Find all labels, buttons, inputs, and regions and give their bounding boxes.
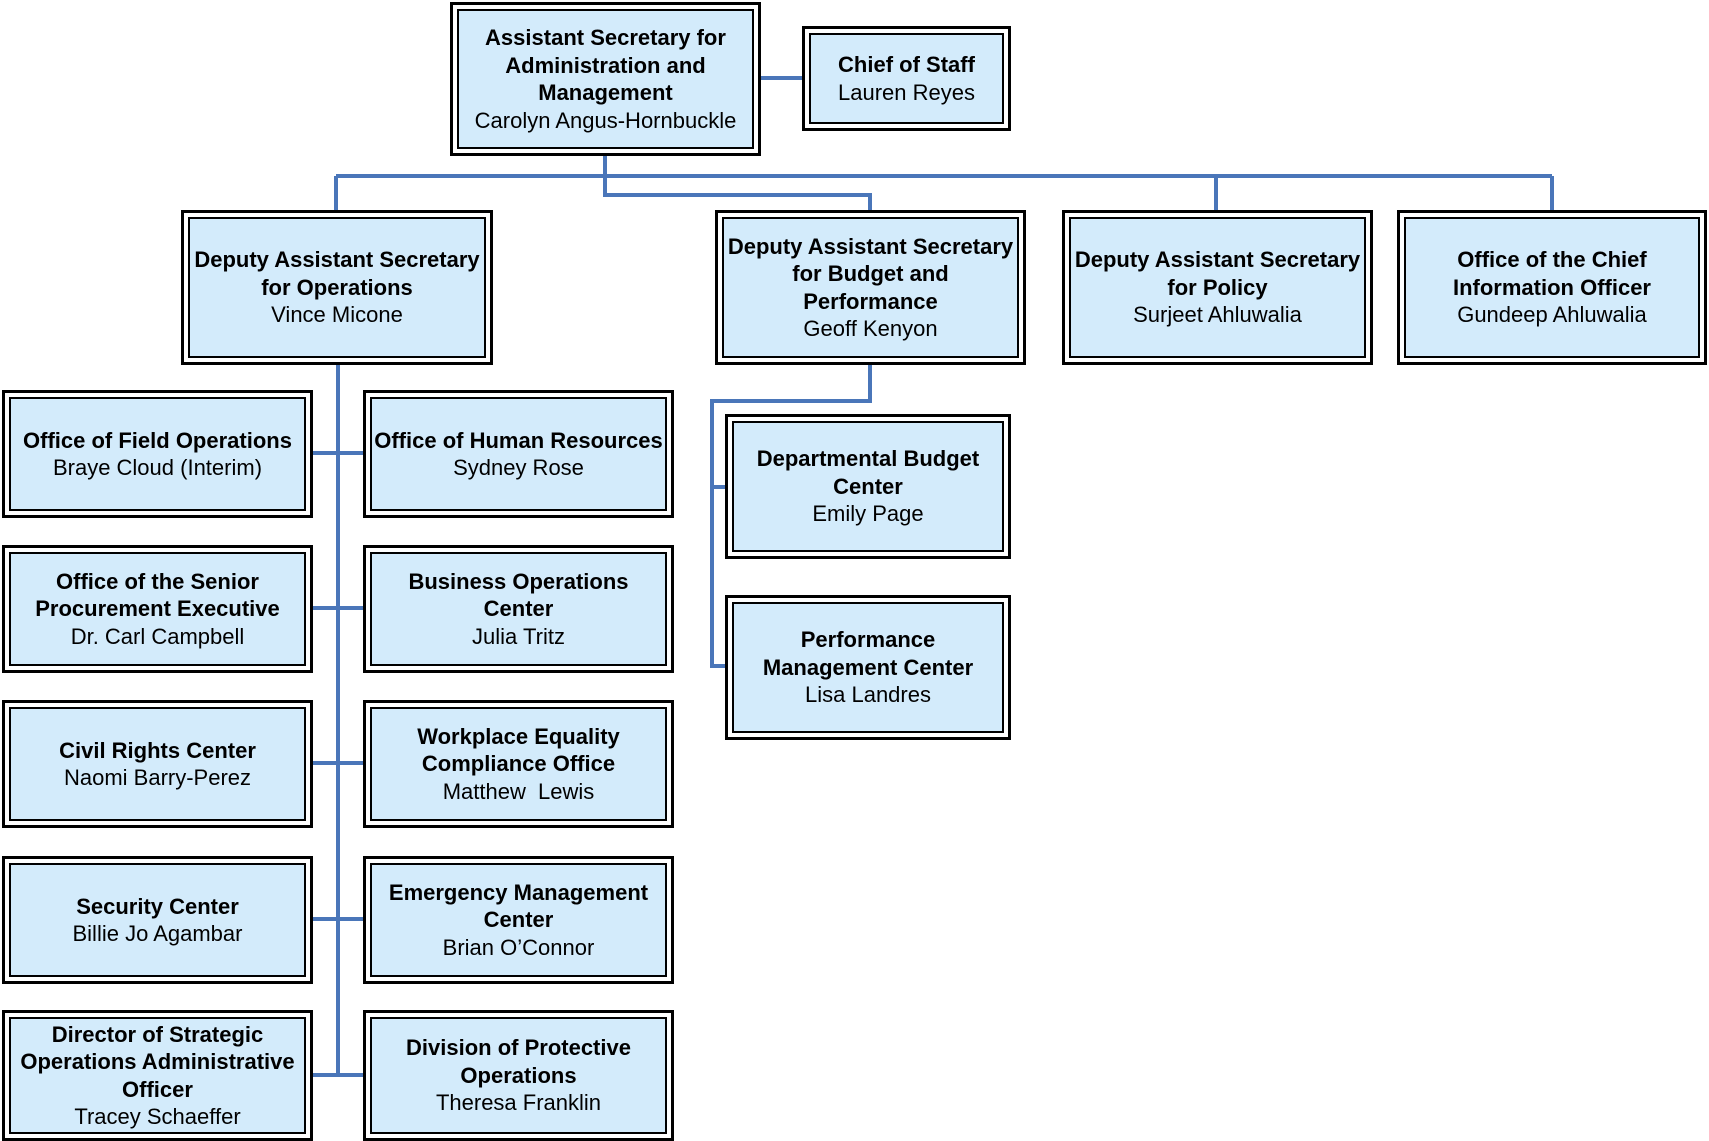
procurement-box: Office of the Senior Procurement Executi… [2,545,313,673]
emergency-mgmt-box: Emergency Management Center Brian O’Conn… [363,856,674,984]
strategic-ops-title: Director of Strategic Operations Adminis… [20,1021,295,1102]
performance-mgmt-name: Lisa Landres [805,682,931,708]
connector-das-budget-drop [603,176,872,210]
business-ops-box: Business Operations Center Julia Tritz [363,545,674,673]
procurement-name: Dr. Carl Campbell [70,623,245,649]
human-resources-title: Office of Human Resources [374,427,663,453]
performance-mgmt-box: Performance Management Center Lisa Landr… [725,595,1011,740]
asam-title: Assistant Secretary for Administration a… [485,25,726,105]
human-resources-name: Sydney Rose [453,455,584,480]
ocio-name: Gundeep Ahluwalia [1457,302,1647,328]
field-ops-box: Office of Field Operations Braye Cloud (… [2,390,313,518]
ocio-box: Office of the Chief Information Officer … [1397,210,1707,365]
emergency-mgmt-name: Brian O’Connor [442,934,595,960]
business-ops-name: Julia Tritz [472,623,565,649]
civil-rights-name: Naomi Barry-Perez [63,765,252,790]
connector-budget-spine [710,362,872,668]
strategic-ops-box: Director of Strategic Operations Adminis… [2,1010,313,1141]
chief-of-staff-name: Lauren Reyes [838,79,975,105]
security-title: Security Center [76,893,239,919]
asam-box: Assistant Secretary for Administration a… [450,2,761,156]
strategic-ops-name: Tracey Schaeffer [74,1104,241,1129]
civil-rights-title: Civil Rights Center [59,737,256,763]
workplace-equality-title: Workplace Equality Compliance Office [417,723,620,777]
das-budget-title: Deputy Assistant Secretary for Budget an… [727,233,1014,314]
protective-ops-name: Theresa Franklin [435,1090,602,1116]
security-name: Billie Jo Agambar [72,921,243,946]
workplace-equality-name: Matthew Lewis [442,778,595,804]
chief-of-staff-box: Chief of Staff Lauren Reyes [802,26,1011,131]
budget-center-box: Departmental Budget Center Emily Page [725,414,1011,559]
field-ops-name: Braye Cloud (Interim) [52,455,263,480]
workplace-equality-box: Workplace Equality Compliance Office Mat… [363,700,674,828]
das-budget-box: Deputy Assistant Secretary for Budget an… [715,210,1026,365]
protective-ops-title: Division of Protective Operations [406,1035,631,1088]
field-ops-title: Office of Field Operations [23,427,292,453]
das-operations-name: Vince Micone [271,302,403,328]
budget-center-name: Emily Page [812,501,924,527]
das-policy-name: Surjeet Ahluwalia [1133,302,1302,328]
asam-name: Carolyn Angus-Hornbuckle [474,107,737,133]
performance-mgmt-title: Performance Management Center [762,627,974,680]
das-operations-title: Deputy Assistant Secretary for Operation… [194,247,480,300]
budget-center-title: Departmental Budget Center [756,446,980,499]
das-operations-box: Deputy Assistant Secretary for Operation… [181,210,493,365]
business-ops-title: Business Operations Center [408,568,629,622]
civil-rights-box: Civil Rights Center Naomi Barry-Perez [2,700,313,828]
chief-of-staff-title: Chief of Staff [838,52,975,77]
das-policy-title: Deputy Assistant Secretary for Policy [1074,247,1361,300]
security-box: Security Center Billie Jo Agambar [2,856,313,984]
human-resources-box: Office of Human Resources Sydney Rose [363,390,674,518]
protective-ops-box: Division of Protective Operations Theres… [363,1010,674,1141]
das-policy-box: Deputy Assistant Secretary for Policy Su… [1062,210,1373,365]
das-budget-name: Geoff Kenyon [803,316,938,341]
procurement-title: Office of the Senior Procurement Executi… [35,568,280,622]
ocio-title: Office of the Chief Information Officer [1452,247,1651,300]
emergency-mgmt-title: Emergency Management Center [388,879,649,933]
